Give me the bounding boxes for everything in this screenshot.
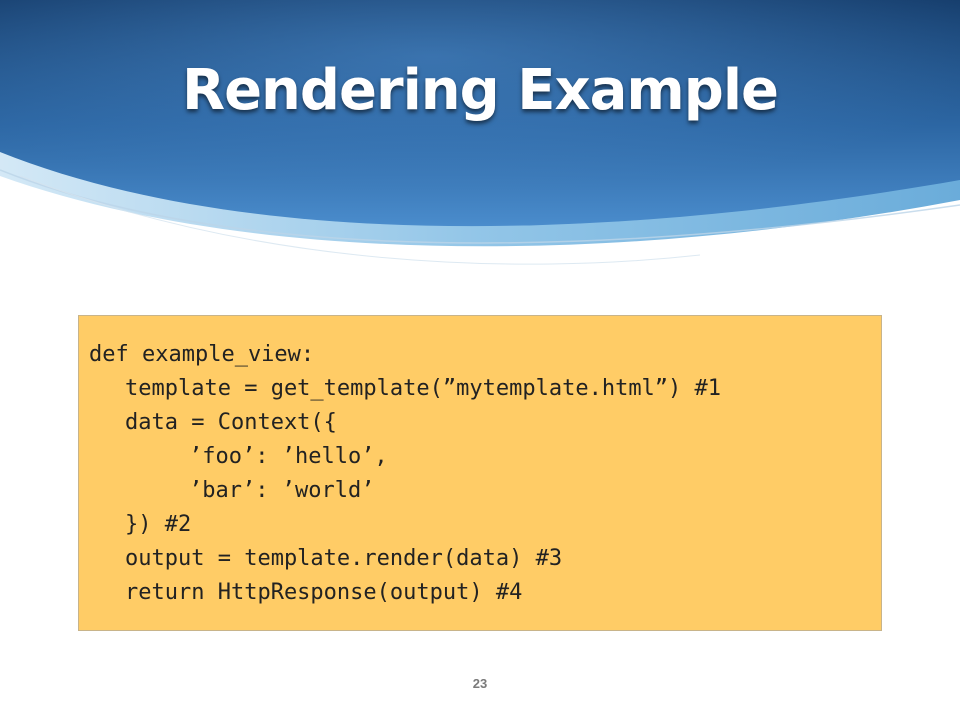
- header-wave-background: [0, 0, 960, 265]
- code-line: ’foo’: ’hello’,: [189, 444, 388, 469]
- code-line: template = get_template(”mytemplate.html…: [125, 376, 722, 401]
- code-line: return HttpResponse(output) #4: [125, 580, 523, 605]
- slide-title: Rendering Example: [181, 58, 779, 123]
- slide-number: 23: [472, 676, 488, 691]
- code-line: def example_view:: [89, 342, 315, 367]
- code-line: }) #2: [125, 512, 192, 537]
- code-block: def example_view: template = get_templat…: [78, 315, 882, 631]
- code-line: data = Context({: [125, 410, 337, 435]
- code-line: ’bar’: ’world’: [189, 478, 375, 503]
- code-line: output = template.render(data) #3: [125, 546, 563, 571]
